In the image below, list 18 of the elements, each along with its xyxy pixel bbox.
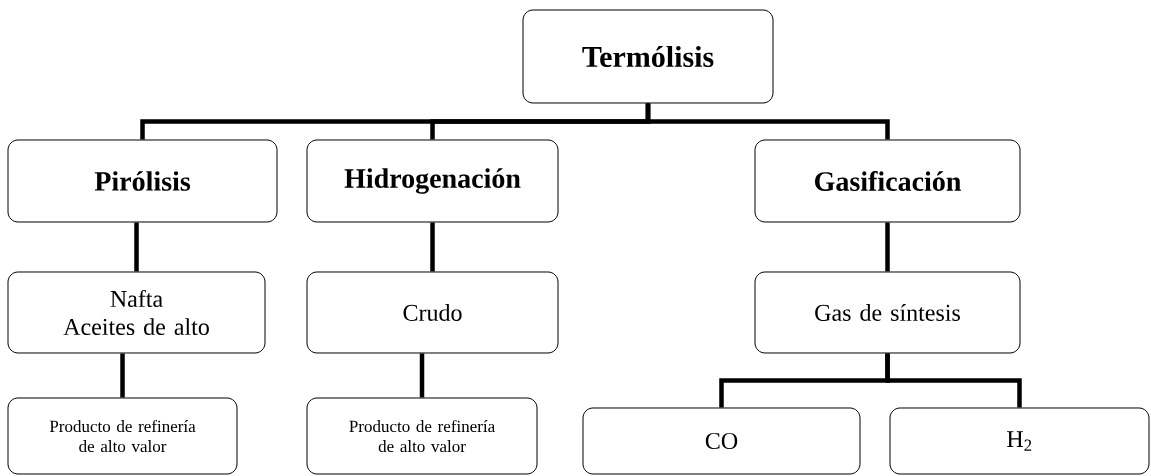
category-box: Termólisis	[522, 9, 774, 104]
connector-line	[419, 353, 425, 398]
connector-line	[120, 353, 125, 398]
category-box: Hidrogenación	[306, 139, 559, 223]
category-box: Pirólisis	[7, 139, 278, 223]
product-box: H$_{2}$	[889, 407, 1150, 475]
connector-line	[645, 103, 890, 140]
connector-line	[885, 222, 890, 272]
product-box: Producto de refinería de alto valor	[306, 397, 538, 475]
product-box: CO	[582, 407, 861, 475]
product-box: Gas de síntesis	[754, 271, 1021, 354]
connector-line	[885, 353, 1022, 408]
product-box: Nafta Aceites de alto	[7, 271, 266, 354]
product-box: Crudo	[306, 271, 559, 354]
connector-line	[430, 222, 435, 272]
product-box: Producto de refinería de alto valor	[7, 397, 238, 475]
connector-line	[134, 222, 139, 272]
category-box: Gasificación	[754, 139, 1021, 223]
